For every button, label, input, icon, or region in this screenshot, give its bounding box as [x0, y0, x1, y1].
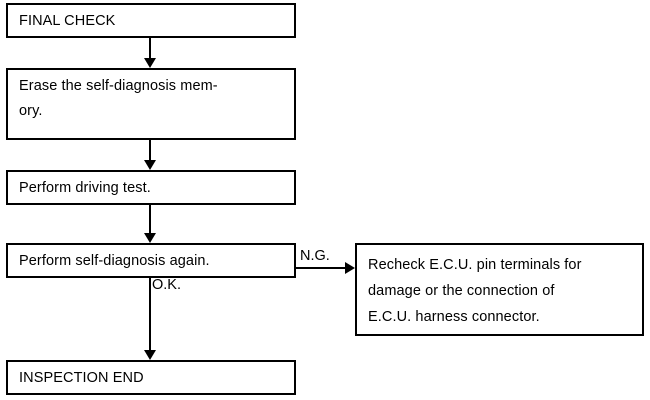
arrow-head-down-icon [144, 160, 156, 170]
flow-node-self-diagnosis: Perform self-diagnosis again. [6, 243, 296, 278]
arrow-head-down-icon [144, 350, 156, 360]
edge-label-ng: N.G. [300, 248, 330, 264]
connector-final-check-to-erase-memory [149, 38, 151, 60]
flow-node-driving-test: Perform driving test. [6, 170, 296, 205]
connector-driving-test-to-self-diagnosis [149, 205, 151, 233]
arrow-head-down-icon [144, 233, 156, 243]
connector-self-diagnosis-to-inspection-end [149, 278, 151, 350]
flow-node-final-check: FINAL CHECK [6, 3, 296, 38]
connector-self-diagnosis-to-recheck-ecu [296, 267, 349, 269]
arrow-head-down-icon [144, 58, 156, 68]
connector-erase-memory-to-driving-test [149, 140, 151, 160]
arrow-head-right-icon [345, 262, 355, 274]
flow-node-erase-memory: Erase the self-diagnosis mem- ory. [6, 68, 296, 140]
flow-node-inspection-end: INSPECTION END [6, 360, 296, 395]
flow-node-recheck-ecu: Recheck E.C.U. pin terminals for damage … [355, 243, 644, 336]
edge-label-ok: O.K. [152, 277, 182, 293]
